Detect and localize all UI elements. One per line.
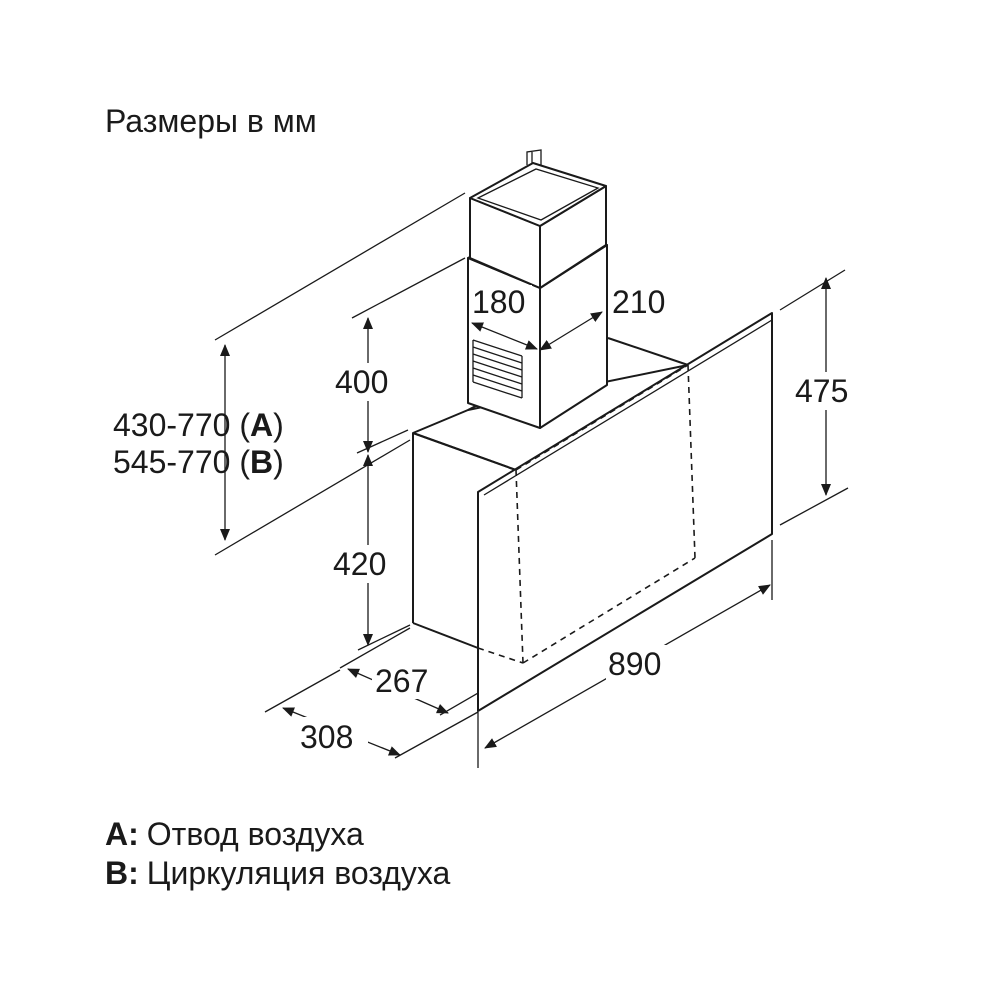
chimney-lower-label: 420: [333, 546, 386, 582]
body-depth-label: 267: [375, 663, 428, 699]
legend-item-a: A:Отвод воздуха: [105, 816, 364, 852]
duct-depth-label: 210: [612, 284, 665, 320]
duct-width-label: 180: [472, 284, 525, 320]
chimney-upper-label: 400: [335, 364, 388, 400]
dimension-labels: 430-770 (A) 545-770 (B) 400 420 180 210 …: [113, 284, 863, 755]
height-range-b-label: 545-770 (B): [113, 444, 284, 480]
glass-height-label: 475: [795, 373, 848, 409]
width-label: 890: [608, 646, 661, 682]
legend: A:Отвод воздуха B:Циркуляция воздуха: [105, 816, 451, 891]
legend-item-b: B:Циркуляция воздуха: [105, 855, 451, 891]
total-depth-label: 308: [300, 719, 353, 755]
diagram-title: Размеры в мм: [105, 103, 317, 139]
height-range-a-label: 430-770 (A): [113, 407, 284, 443]
